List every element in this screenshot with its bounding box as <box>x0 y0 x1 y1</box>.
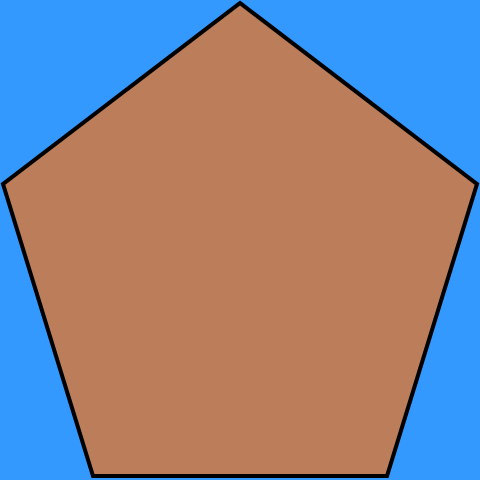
scene-svg <box>0 0 480 480</box>
pentagon-shape <box>0 0 480 478</box>
canvas <box>0 0 480 480</box>
